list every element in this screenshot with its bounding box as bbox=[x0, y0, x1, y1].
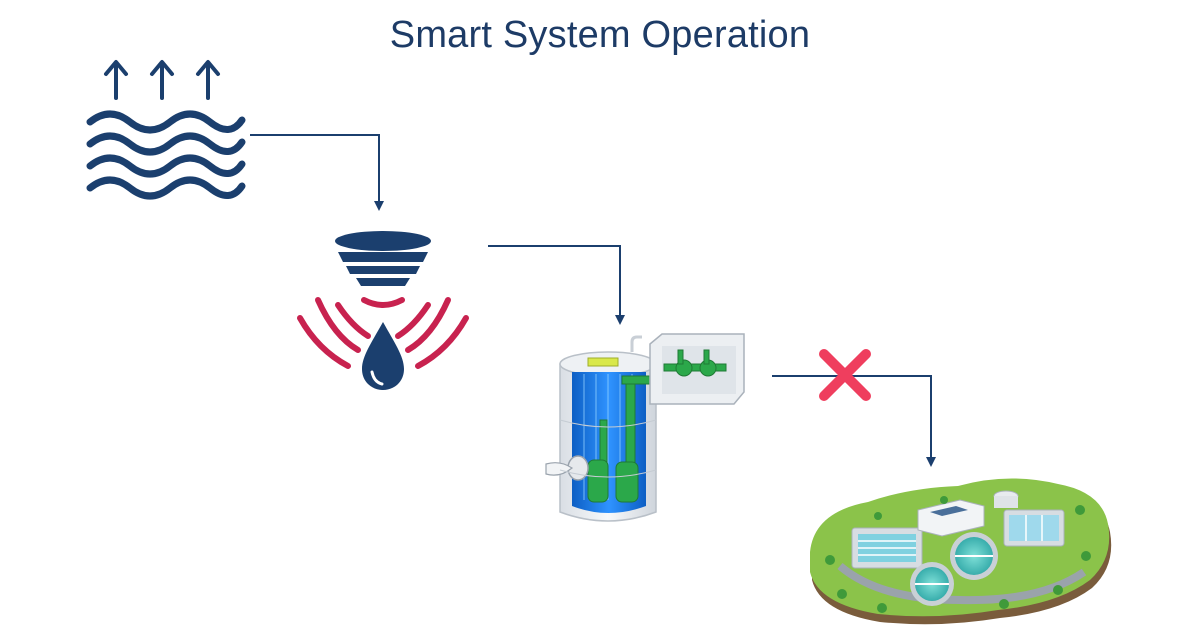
connector-water-to-sensor bbox=[250, 134, 384, 211]
page-title: Smart System Operation bbox=[389, 14, 811, 56]
wastewater-treatment-plant-illustration bbox=[810, 478, 1112, 625]
connector-pumpstation-to-plant bbox=[772, 375, 936, 467]
pumping-station-illustration bbox=[545, 333, 745, 522]
water-level-sensor-icon bbox=[297, 231, 469, 390]
rising-water-icon bbox=[86, 60, 246, 200]
connector-sensor-to-pumpstation bbox=[488, 245, 625, 325]
blocked-cross-icon bbox=[819, 349, 871, 401]
